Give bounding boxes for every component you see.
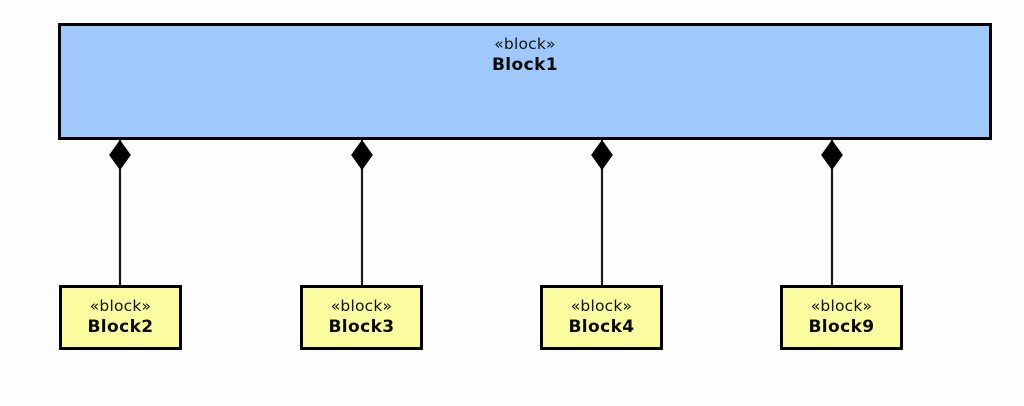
- composition-edge-block1-block2[interactable]: [109, 139, 131, 285]
- block-node-block1[interactable]: «block» Block1: [58, 23, 992, 140]
- block-node-block2[interactable]: «block» Block2: [59, 285, 182, 350]
- block-node-block3[interactable]: «block» Block3: [300, 285, 423, 350]
- stereotype-label: «block»: [810, 297, 873, 316]
- filled-diamond-icon: [591, 139, 613, 171]
- composition-edge-block1-block4[interactable]: [591, 139, 613, 285]
- block-name-label: Block4: [568, 317, 635, 338]
- block-name-label: Block3: [328, 317, 395, 338]
- composition-edge-block1-block9[interactable]: [821, 139, 843, 285]
- filled-diamond-icon: [351, 139, 373, 171]
- filled-diamond-icon: [109, 139, 131, 171]
- block-name-label: Block1: [491, 54, 559, 75]
- stereotype-label: «block»: [570, 297, 633, 316]
- block-node-block4[interactable]: «block» Block4: [540, 285, 663, 350]
- composition-edge-block1-block3[interactable]: [351, 139, 373, 285]
- block-name-label: Block2: [87, 317, 154, 338]
- stereotype-label: «block»: [494, 35, 556, 53]
- block-node-block9[interactable]: «block» Block9: [780, 285, 903, 350]
- stereotype-label: «block»: [330, 297, 393, 316]
- stereotype-label: «block»: [89, 297, 152, 316]
- block-name-label: Block9: [808, 317, 875, 338]
- filled-diamond-icon: [821, 139, 843, 171]
